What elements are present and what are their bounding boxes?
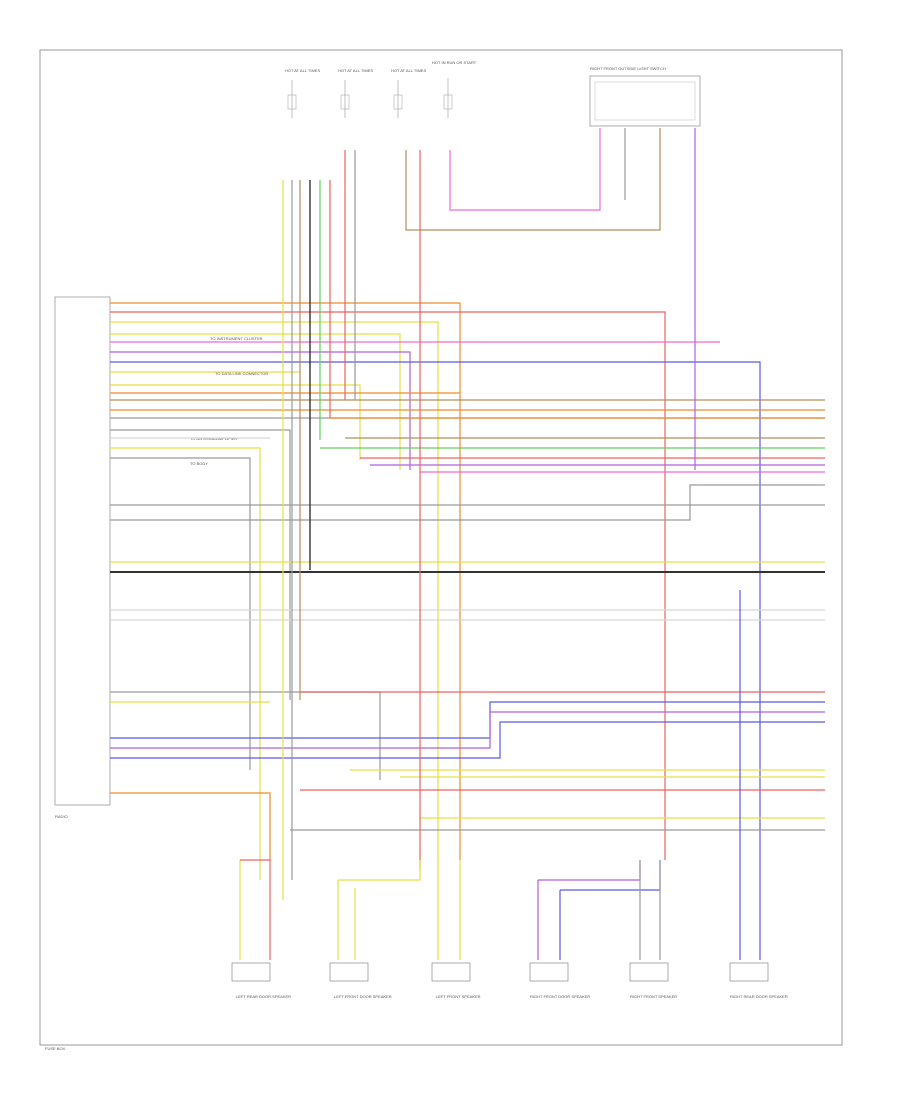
fuse-3: HOT AT ALL TIMES [391,68,426,118]
light-switch: RIGHT FRONT OUTSIDE LIGHT SWITCH [589,66,701,127]
speaker-rfs: RIGHT FRONT SPEAKER [629,962,677,999]
wire-64 [560,860,661,891]
wire-8 [110,384,361,460]
speaker-lfd-label: LEFT FRONT DOOR SPEAKER [334,994,392,999]
note-instrument-cluster: TO INSTRUMENT CLUSTER [210,336,263,341]
wire-23 [110,691,381,780]
speaker-rrd-label: RIGHT REAR DOOR SPEAKER [730,994,788,999]
speaker-lfs: LEFT FRONT SPEAKER [431,962,481,999]
radio-module-label: RADIO [55,814,68,819]
speaker-lfd: LEFT FRONT DOOR SPEAKER [329,962,392,999]
fuse-2: HOT AT ALL TIMES [338,68,373,118]
footer-label: FUSE BOX [45,1046,66,1051]
speaker-rfs-label: RIGHT FRONT SPEAKER [630,994,677,999]
wire-2 [110,321,439,860]
speaker-lfs-label: LEFT FRONT SPEAKER [436,994,481,999]
radio-module: RADIO [54,296,111,819]
wire-57 [338,860,421,881]
wire-5 [110,351,411,470]
wire-1 [110,311,666,860]
top-fuse-group: HOT AT ALL TIMES HOT AT ALL TIMES HOT AT… [285,60,477,118]
fuse-4-label: HOT IN RUN OR START [432,60,477,65]
note-body: TO BODY [190,461,208,466]
wire-0 [110,302,461,860]
wire-55 [240,859,271,960]
fuse-1-label: HOT AT ALL TIMES [285,68,320,73]
wire-13 [110,429,291,700]
wire-6 [110,361,761,920]
wire-62 [538,860,641,881]
fuse-1: HOT AT ALL TIMES [285,68,320,118]
wire-3 [110,333,401,470]
wire-16 [110,457,251,770]
diagram-frame [39,49,843,1046]
light-switch-label: RIGHT FRONT OUTSIDE LIGHT SWITCH [590,66,666,71]
wire-49 [405,128,661,231]
speaker-lrd: LEFT REAR DOOR SPEAKER [231,962,291,999]
speaker-rfd-label: RIGHT FRONT DOOR SPEAKER [530,994,590,999]
fuse-2-label: HOT AT ALL TIMES [338,68,373,73]
wire-28 [110,792,271,860]
wires-layer [110,128,825,960]
fuse-3-label: HOT AT ALL TIMES [391,68,426,73]
speaker-rfd: RIGHT FRONT DOOR SPEAKER [529,962,590,999]
note-data-link: TO DATA LINK CONNECTOR [215,371,268,376]
wire-51 [449,128,601,211]
speaker-lrd-label: LEFT REAR DOOR SPEAKER [236,994,291,999]
wire-25 [110,701,825,739]
speaker-rrd: RIGHT REAR DOOR SPEAKER [729,962,788,999]
fuse-4: HOT IN RUN OR START [432,60,477,118]
wire-18 [110,484,825,521]
wire-26 [110,711,825,749]
wire-15 [110,447,261,880]
wire-27 [110,721,825,759]
